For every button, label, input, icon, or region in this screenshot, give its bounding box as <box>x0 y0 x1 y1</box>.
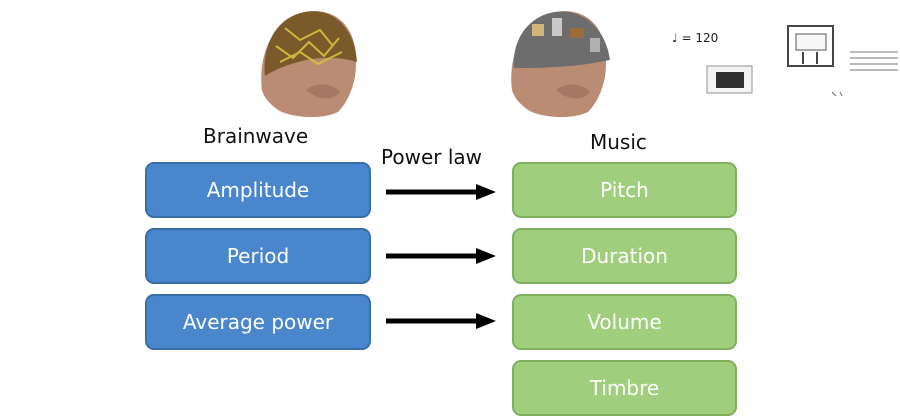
tempo-text: = 120 <box>681 31 719 45</box>
music-box-pitch: Pitch <box>512 162 737 218</box>
brainwave-box-period: Period <box>145 228 371 284</box>
music-box-volume: Volume <box>512 294 737 350</box>
brain-activity-head-icon <box>261 11 357 118</box>
music-activity-head-icon <box>511 11 610 118</box>
brainwave-item-label: Average power <box>182 310 334 334</box>
music-item-label: Duration <box>581 244 668 268</box>
mapping-arrow-amplitude-pitch <box>386 184 496 200</box>
mapping-arrow-power-volume <box>386 313 496 329</box>
brainwave-box-average-power: Average power <box>145 294 371 350</box>
music-item-label: Timbre <box>589 376 660 400</box>
music-item-label: Pitch <box>600 178 649 202</box>
quarter-note-icon: ♩ <box>672 31 678 45</box>
music-item-label: Volume <box>587 310 662 334</box>
music-heading: Music <box>590 130 647 154</box>
music-box-timbre: Timbre <box>512 360 737 416</box>
brainwave-box-amplitude: Amplitude <box>145 162 371 218</box>
brainwave-item-label: Amplitude <box>206 178 310 202</box>
brainwave-heading: Brainwave <box>203 124 309 148</box>
sheet-music-icon <box>706 25 898 97</box>
music-box-duration: Duration <box>512 228 737 284</box>
brainwave-item-label: Period <box>226 244 290 268</box>
tempo-marking: ♩ = 120 <box>672 31 718 45</box>
power-law-label: Power law <box>381 145 482 169</box>
mapping-arrow-period-duration <box>386 248 496 264</box>
